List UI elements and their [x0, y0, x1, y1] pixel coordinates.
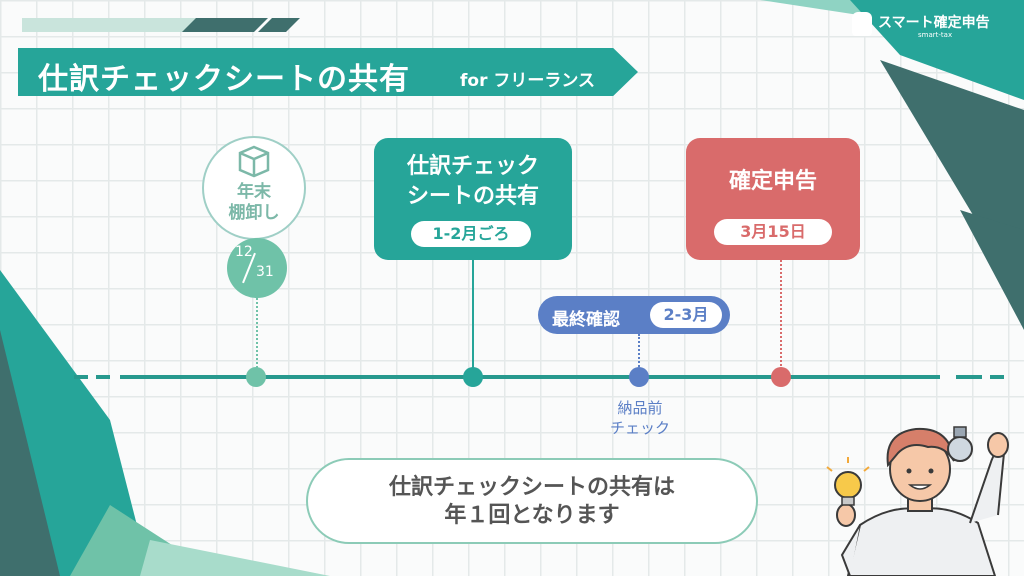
- robot-icon: [852, 12, 872, 36]
- box-icon: [238, 145, 270, 178]
- title-banner: [18, 48, 638, 96]
- filing-title: 確定申告: [728, 169, 817, 194]
- filing-date: 3月15日: [714, 219, 832, 245]
- inventory-circle: [202, 136, 306, 240]
- inventory-dot: [246, 367, 266, 387]
- share-connector: [472, 260, 474, 370]
- filing-connector: [780, 260, 782, 370]
- timeline-line: [120, 375, 940, 379]
- share-dot: [463, 367, 483, 387]
- timeline-dash: [956, 375, 982, 379]
- inventory-connector: [256, 298, 258, 368]
- inventory-label: 年末 棚卸し: [228, 182, 280, 223]
- final-check-note: 納品前 チェック: [609, 399, 670, 437]
- note-text: 仕訳チェックシートの共有は 年１回となります: [388, 475, 675, 528]
- inventory-date-day: 31: [256, 264, 274, 280]
- brand-sub: smart-tax: [918, 31, 953, 39]
- brand-name: スマート確定申告: [878, 15, 990, 31]
- final-check-period: 2-3月: [650, 302, 722, 328]
- share-title: 仕訳チェック シートの共有: [406, 154, 539, 209]
- filing-dot: [771, 367, 791, 387]
- page-title: 仕訳チェックシートの共有: [38, 62, 410, 97]
- final-check-label: 最終確認: [552, 310, 620, 330]
- page-subtitle: for フリーランス: [460, 71, 596, 91]
- inventory-date-badge: [227, 238, 287, 298]
- final-check-connector: [638, 334, 640, 370]
- timeline-dash: [990, 375, 1004, 379]
- note-box: [306, 458, 758, 544]
- inventory-date-month: 12: [235, 244, 253, 260]
- person-illustration: [826, 426, 1009, 576]
- share-period: 1-2月ごろ: [411, 221, 531, 247]
- timeline-dash: [96, 375, 110, 379]
- final-check-dot: [629, 367, 649, 387]
- timeline-dash: [74, 375, 88, 379]
